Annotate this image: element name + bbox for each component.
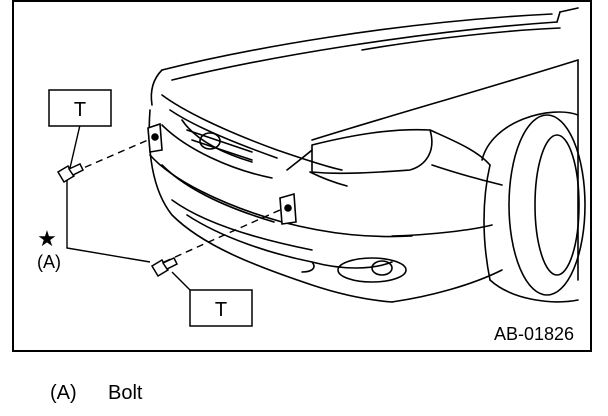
figure-code: AB-01826 (494, 324, 574, 344)
legend: (A) Bolt (50, 382, 142, 405)
legend-ref: (A) (50, 382, 77, 404)
bolt-reference-label: (A) (37, 252, 61, 272)
star-marker: ★ (37, 227, 57, 252)
legend-label: Bolt (108, 382, 143, 404)
figure-frame (12, 0, 592, 352)
torque-label-upper: T (74, 99, 86, 121)
assembly-lines (73, 139, 281, 263)
leader-lines (66, 124, 193, 293)
bumper-illustration: T T ★ (A) AB-01826 (12, 0, 592, 352)
diagram-figure: T T ★ (A) AB-01826 (12, 0, 592, 352)
torque-label-lower: T (215, 299, 227, 321)
torque-box-lower (189, 289, 253, 327)
bolt-upper (56, 163, 85, 184)
torque-box-upper (48, 89, 112, 127)
car-front-outline (148, 7, 586, 303)
bumper-clips (147, 122, 297, 225)
bolts (56, 163, 179, 278)
bolt-lower (150, 257, 179, 278)
